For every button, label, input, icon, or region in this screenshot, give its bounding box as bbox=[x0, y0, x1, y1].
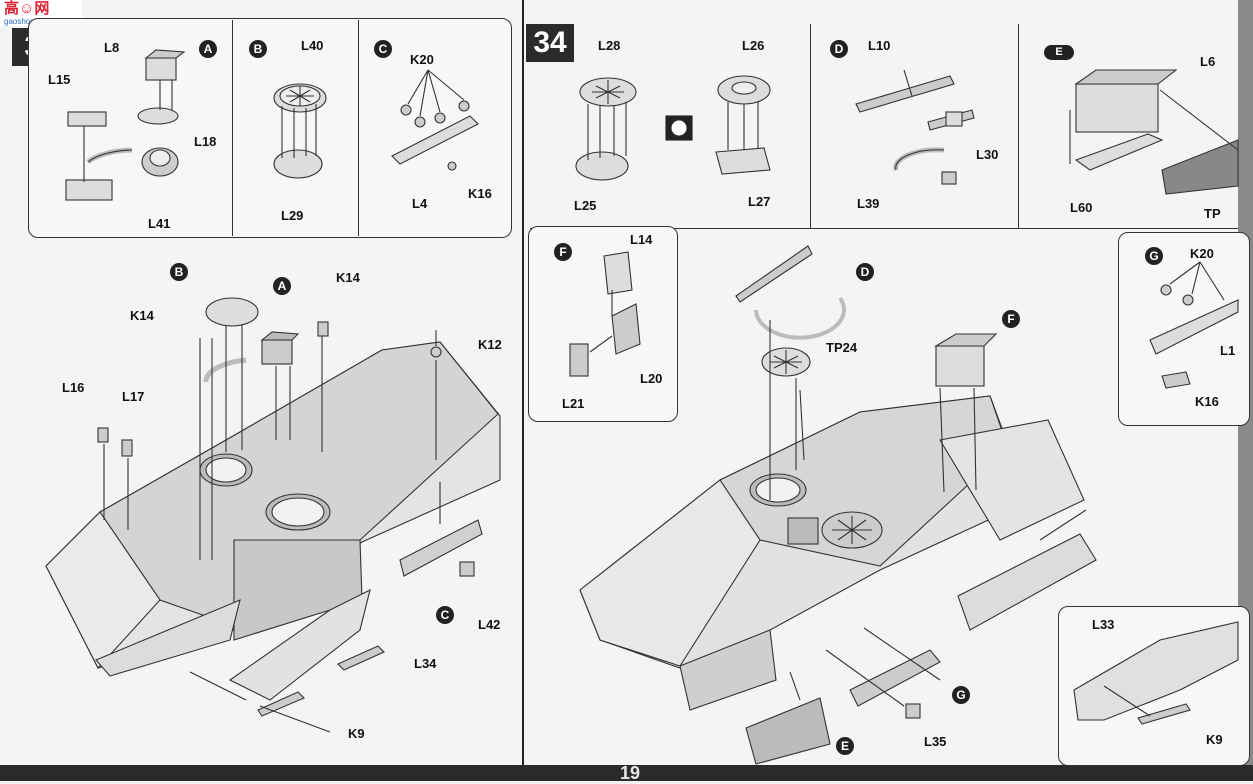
part-label: L42 bbox=[478, 617, 501, 632]
part-label: L60 bbox=[1070, 200, 1093, 215]
part-label: L20 bbox=[640, 371, 663, 386]
part-label: L16 bbox=[62, 380, 85, 395]
panel-a-art bbox=[65, 49, 186, 201]
callout-e: E bbox=[836, 737, 854, 755]
part-label: L40 bbox=[301, 38, 324, 53]
callout-d: D bbox=[856, 263, 874, 281]
step33-hull-art bbox=[45, 297, 501, 733]
part-label: L30 bbox=[976, 147, 999, 162]
callout-c: C bbox=[436, 606, 454, 624]
step34-panel12-art bbox=[575, 75, 771, 181]
part-label: L34 bbox=[414, 656, 437, 671]
callout-g: G bbox=[952, 686, 970, 704]
part-label: TP bbox=[1204, 206, 1221, 221]
callout-a: A bbox=[273, 277, 291, 295]
callout-e: E bbox=[1044, 45, 1074, 60]
part-label: L21 bbox=[562, 396, 585, 411]
callout-g: G bbox=[1145, 247, 1163, 265]
part-label: K16 bbox=[1195, 394, 1219, 409]
part-label: L18 bbox=[194, 134, 217, 149]
part-label: L17 bbox=[122, 389, 145, 404]
part-label: L27 bbox=[748, 194, 771, 209]
part-label: L15 bbox=[48, 72, 71, 87]
panel-bottom-art bbox=[1073, 621, 1239, 725]
part-label: L33 bbox=[1092, 617, 1115, 632]
part-label: K14 bbox=[130, 308, 154, 323]
part-label: L28 bbox=[598, 38, 621, 53]
part-label: K9 bbox=[348, 726, 365, 741]
part-label: L8 bbox=[104, 40, 120, 55]
part-label: K20 bbox=[410, 52, 434, 67]
callout-b: B bbox=[170, 263, 188, 281]
step33-subpanels bbox=[28, 18, 512, 238]
part-label: L29 bbox=[281, 208, 304, 223]
step34-subpanel-bottom bbox=[530, 228, 1238, 229]
panel-b-art bbox=[273, 83, 327, 179]
part-label: L26 bbox=[742, 38, 765, 53]
panel-c-art bbox=[391, 69, 479, 171]
part-label: K16 bbox=[468, 186, 492, 201]
callout-a: A bbox=[199, 40, 217, 58]
callout-f: F bbox=[554, 243, 572, 261]
panel-d-art bbox=[855, 69, 975, 185]
panel-f bbox=[528, 226, 678, 422]
part-label: L14 bbox=[630, 232, 653, 247]
part-label: L6 bbox=[1200, 54, 1216, 69]
panel-divider bbox=[232, 20, 233, 236]
part-label: L25 bbox=[574, 198, 597, 213]
part-label: K12 bbox=[478, 337, 502, 352]
callout-f: F bbox=[1002, 310, 1020, 328]
part-label: L1 bbox=[1220, 343, 1236, 358]
panel-divider bbox=[1018, 24, 1019, 228]
bottom-strip bbox=[0, 765, 1253, 781]
step34-hull-art bbox=[579, 245, 1097, 765]
page-number: 19 bbox=[619, 763, 641, 783]
callout-b: B bbox=[249, 40, 267, 58]
callout-c: C bbox=[374, 40, 392, 58]
panel-divider bbox=[358, 20, 359, 236]
part-label: TP24 bbox=[826, 340, 858, 355]
part-label: L39 bbox=[857, 196, 880, 211]
panel-g-art bbox=[1149, 261, 1239, 389]
part-label: L41 bbox=[148, 216, 171, 231]
part-label: K20 bbox=[1190, 246, 1214, 261]
panel-e-art bbox=[1069, 69, 1239, 195]
panel-divider bbox=[810, 24, 811, 228]
part-label: K14 bbox=[336, 270, 360, 285]
callout-d: D bbox=[830, 40, 848, 58]
part-label: K9 bbox=[1206, 732, 1223, 747]
panel-f-art bbox=[569, 251, 641, 377]
part-label: L10 bbox=[868, 38, 891, 53]
step-number-34: 34 bbox=[526, 24, 574, 62]
part-label: L4 bbox=[412, 196, 428, 211]
part-label: L35 bbox=[924, 734, 947, 749]
